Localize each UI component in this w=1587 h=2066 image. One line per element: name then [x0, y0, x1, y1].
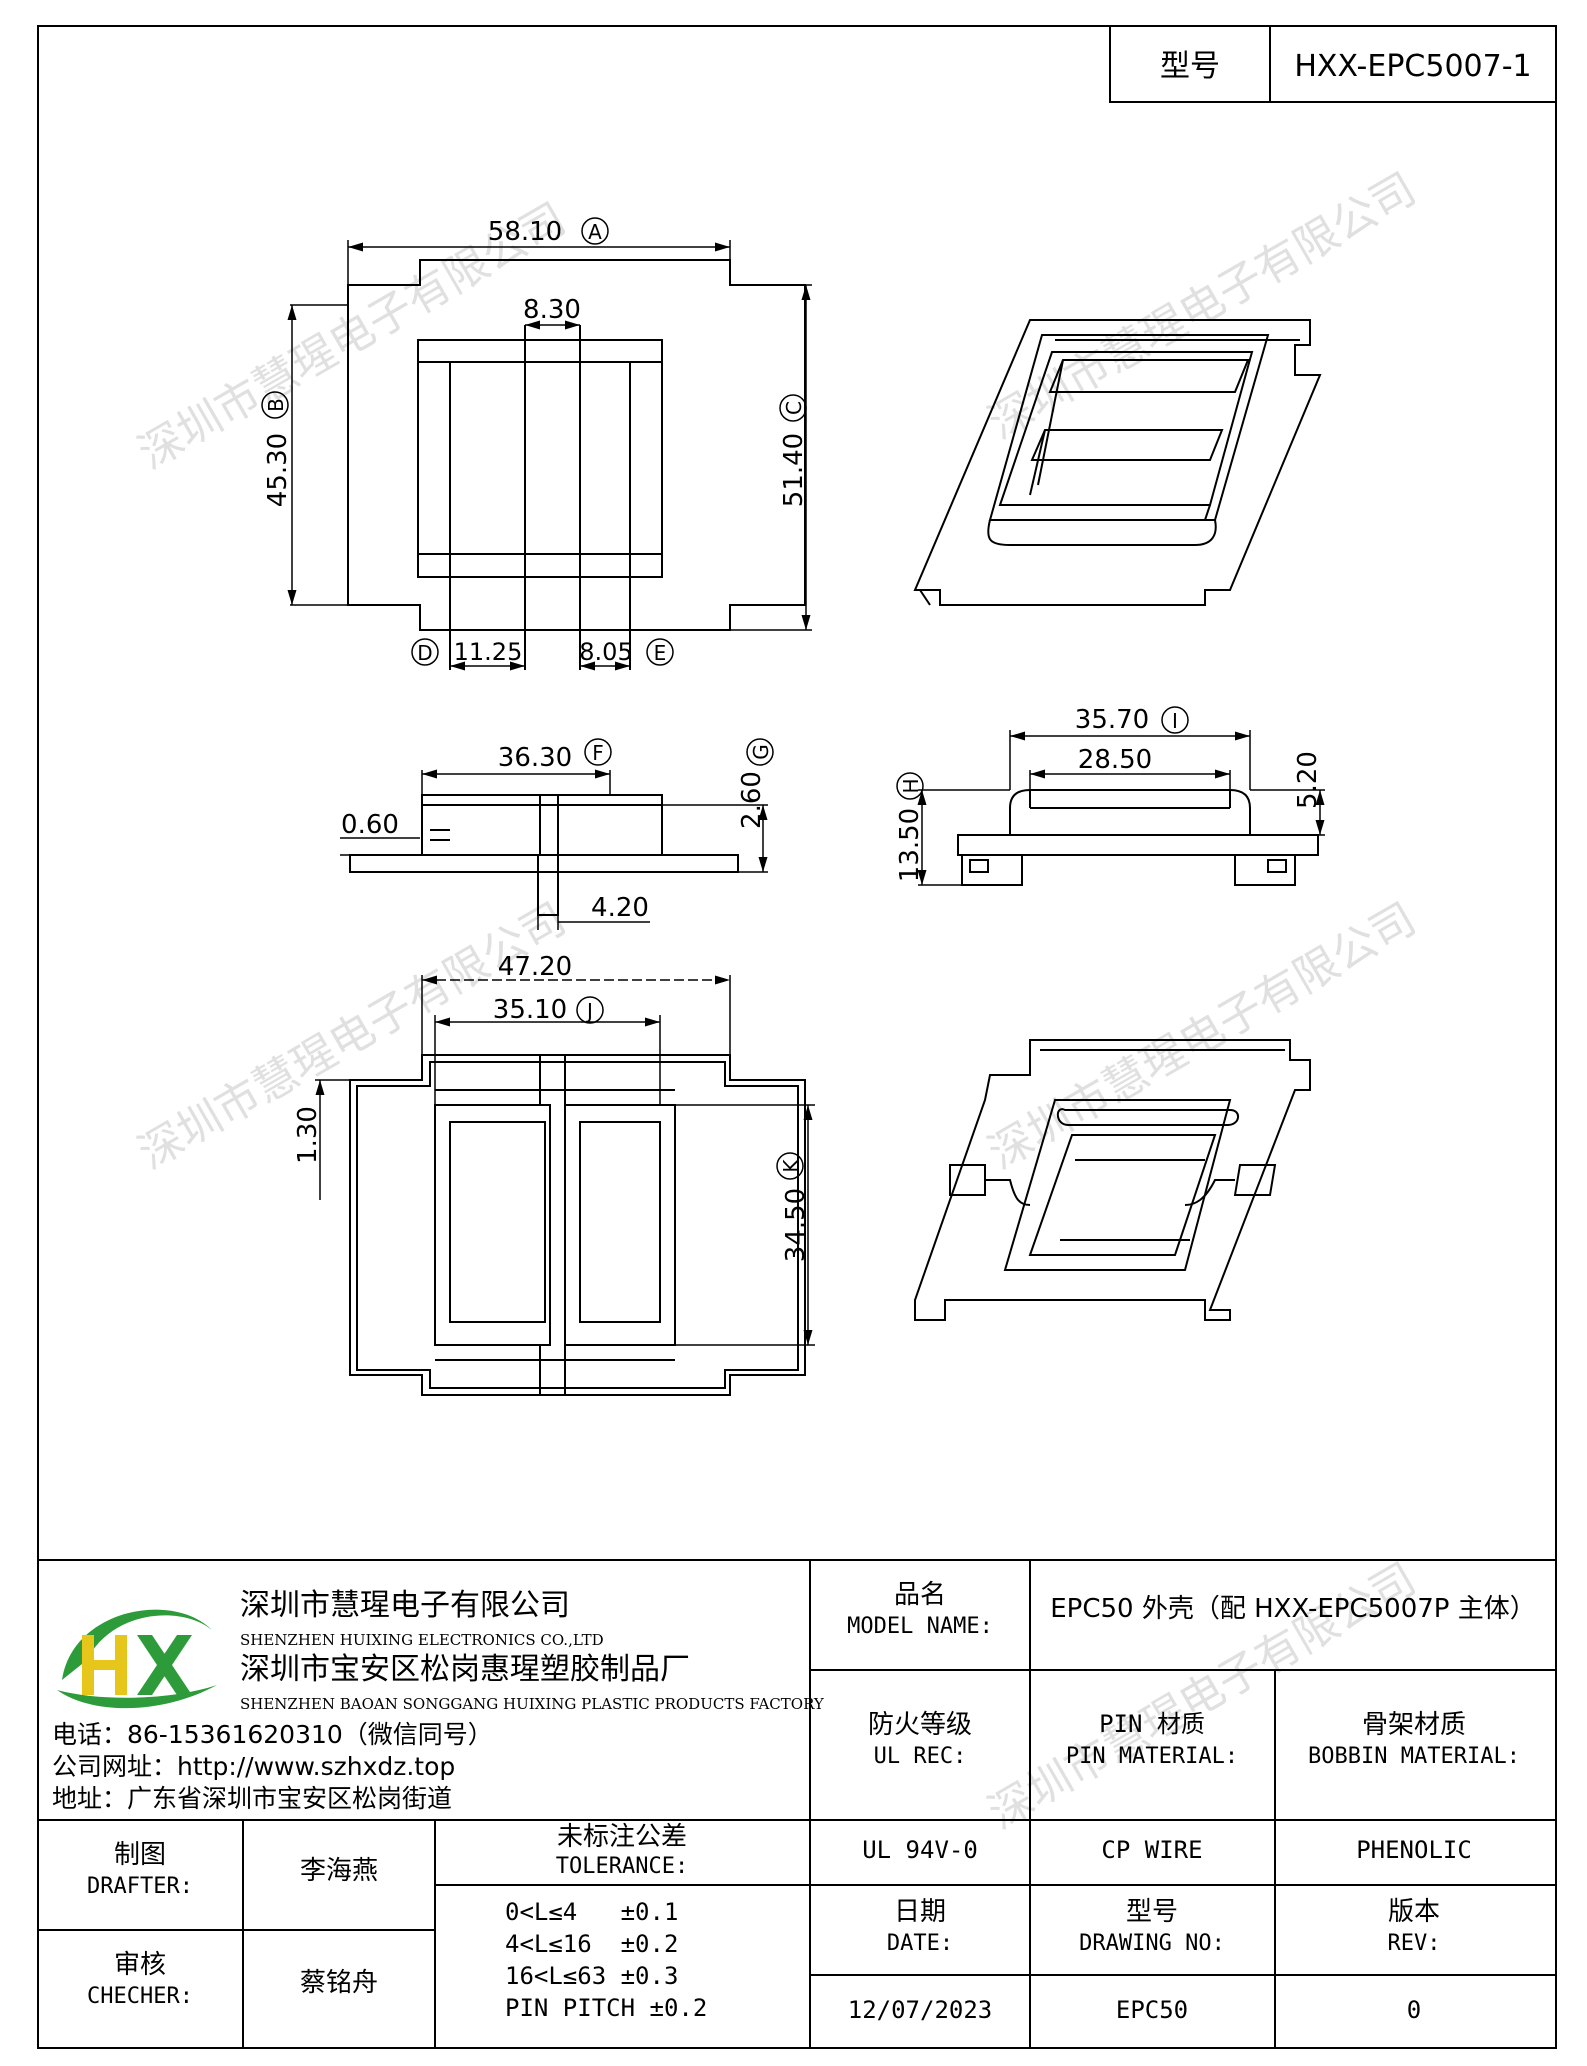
dim-g-tag: G [749, 744, 773, 760]
drafter-label-en: DRAFTER: [87, 1874, 193, 1899]
dim-height-right: 5.20 [1293, 751, 1323, 809]
pin-material-label-en: PIN MATERIAL: [1065, 1744, 1239, 1769]
tolerance-label-cn: 未标注公差 [556, 1822, 688, 1852]
dim-g-value: 2.60 [737, 771, 767, 829]
tolerance-row: 16<L≤63 ±0.3 [505, 1962, 679, 1990]
company-phone: 电话：86-15361620310（微信同号） [52, 1720, 493, 1749]
company-name-cn: 深圳市慧瑆电子有限公司 [240, 1588, 570, 1623]
bottom-view-dimensions: 47.20 35.10 J 1.30 34.50 K [293, 952, 815, 1346]
dim-d-value: 11.25 [454, 638, 523, 666]
company-address: 地址：广东省深圳市宝安区松岗街道 [52, 1784, 453, 1813]
side-view-right-dimensions: 35.70 I 28.50 13.50 H 5.20 [895, 705, 1325, 886]
sheet-border [37, 25, 1557, 2049]
dim-h-value: 13.50 [895, 808, 925, 882]
dim-h-tag: H [899, 778, 923, 793]
bobbin-material-label-en: BOBBIN MATERIAL: [1308, 1744, 1520, 1769]
product-name-label-en: MODEL NAME: [847, 1614, 993, 1639]
dim-center-width: 8.30 [523, 295, 581, 325]
dim-j-value: 35.10 [493, 995, 567, 1025]
tolerance-label-en: TOLERANCE: [555, 1854, 689, 1879]
watermark: 深圳市慧瑆电子有限公司 [980, 163, 1425, 449]
isometric-view-bottom [914, 1039, 1311, 1321]
fire-rating-label-en: UL REC: [873, 1744, 967, 1769]
factory-name-cn: 深圳市宝安区松岗惠瑆塑胶制品厂 [240, 1652, 690, 1687]
drawing-no-value: EPC50 [1115, 1996, 1189, 2024]
dim-f-tag: F [592, 741, 604, 765]
logo-swoosh-icon [62, 1609, 212, 1680]
model-header: 型号 HXX-EPC5007-1 [1109, 25, 1557, 103]
checker-name: 蔡铭舟 [299, 1968, 379, 1998]
dim-i-value: 35.70 [1075, 705, 1149, 735]
rev-label-en: REV: [1387, 1931, 1441, 1956]
company-name-en: SHENZHEN HUIXING ELECTRONICS CO.,LTD [240, 1631, 604, 1649]
date-label-cn: 日期 [893, 1897, 947, 1927]
drafter-name: 李海燕 [299, 1856, 379, 1886]
date-label-en: DATE: [886, 1931, 954, 1956]
dim-step: 1.30 [293, 1106, 323, 1164]
tolerance-row: 0<L≤4 ±0.1 [505, 1898, 679, 1926]
side-view-left-dimensions: 36.30 F 2.60 G 0.60 4.20 [340, 738, 774, 930]
drafter-label-cn: 制图 [113, 1840, 167, 1870]
watermark: 深圳市慧瑆电子有限公司 [130, 893, 575, 1179]
dim-inner-top: 28.50 [1078, 745, 1152, 775]
model-header-value: HXX-EPC5007-1 [1294, 49, 1531, 84]
dim-i-tag: I [1172, 709, 1178, 733]
isometric-view-top [913, 319, 1322, 606]
drawing-no-label-cn: 型号 [1125, 1897, 1179, 1927]
checker-label-en: CHECHER: [87, 1984, 193, 2009]
product-name-label-cn: 品名 [893, 1580, 947, 1610]
dim-a-tag: A [588, 220, 602, 244]
bobbin-material-value: PHENOLIC [1356, 1836, 1472, 1864]
dim-overall-bottom: 47.20 [498, 952, 572, 982]
bottom-view [349, 1054, 806, 1396]
dim-c-tag: C [782, 401, 806, 415]
dim-a-value: 58.10 [488, 217, 562, 247]
dim-k-tag: K [779, 1159, 803, 1173]
pin-material-label-cn: PIN 材质 [1099, 1710, 1205, 1738]
dim-e-value: 8.05 [579, 638, 632, 666]
bobbin-material-label-cn: 骨架材质 [1361, 1710, 1467, 1740]
side-view-left [349, 794, 739, 916]
title-block-grid [38, 1559, 1556, 2048]
checker-label-cn: 审核 [113, 1950, 167, 1980]
dim-pin-gap: 4.20 [591, 893, 649, 923]
factory-name-en: SHENZHEN BAOAN SONGGANG HUIXING PLASTIC … [240, 1695, 824, 1713]
rev-label-cn: 版本 [1387, 1897, 1441, 1927]
rev-value: 0 [1406, 1996, 1422, 2024]
top-view-dimensions: 58.10 A 8.30 45.30 B 51.40 C 11.25 D 8.0… [261, 217, 812, 671]
tolerance-row: 4<L≤16 ±0.2 [505, 1930, 679, 1958]
dim-b-tag: B [264, 398, 288, 412]
dim-k-value: 34.50 [781, 1188, 811, 1262]
company-logo [57, 1609, 217, 1709]
pin-material-value: CP WIRE [1101, 1836, 1203, 1864]
dim-c-value: 51.40 [779, 433, 809, 507]
product-name-value: EPC50 外壳（配 HXX-EPC5007P 主体） [1050, 1594, 1536, 1624]
logo-swoosh-lower-icon [57, 1685, 217, 1709]
model-header-label: 型号 [1160, 49, 1220, 84]
dim-b-value: 45.30 [263, 433, 293, 507]
dim-j-tag: J [585, 999, 593, 1023]
side-view-right [957, 789, 1319, 886]
tolerance-row: PIN PITCH ±0.2 [505, 1994, 708, 2022]
date-value: 12/07/2023 [847, 1996, 993, 2024]
fire-rating-label-cn: 防火等级 [867, 1710, 973, 1740]
watermark: 深圳市慧瑆电子有限公司 [980, 893, 1425, 1179]
dim-d-tag: D [417, 641, 432, 665]
fire-rating-value: UL 94V-0 [862, 1836, 978, 1864]
dim-thickness: 0.60 [341, 810, 399, 840]
company-website[interactable]: 公司网址：http://www.szhxdz.top [52, 1752, 456, 1781]
drawing-no-label-en: DRAWING NO: [1079, 1931, 1225, 1956]
dim-e-tag: E [654, 641, 667, 665]
dim-f-value: 36.30 [498, 743, 572, 773]
